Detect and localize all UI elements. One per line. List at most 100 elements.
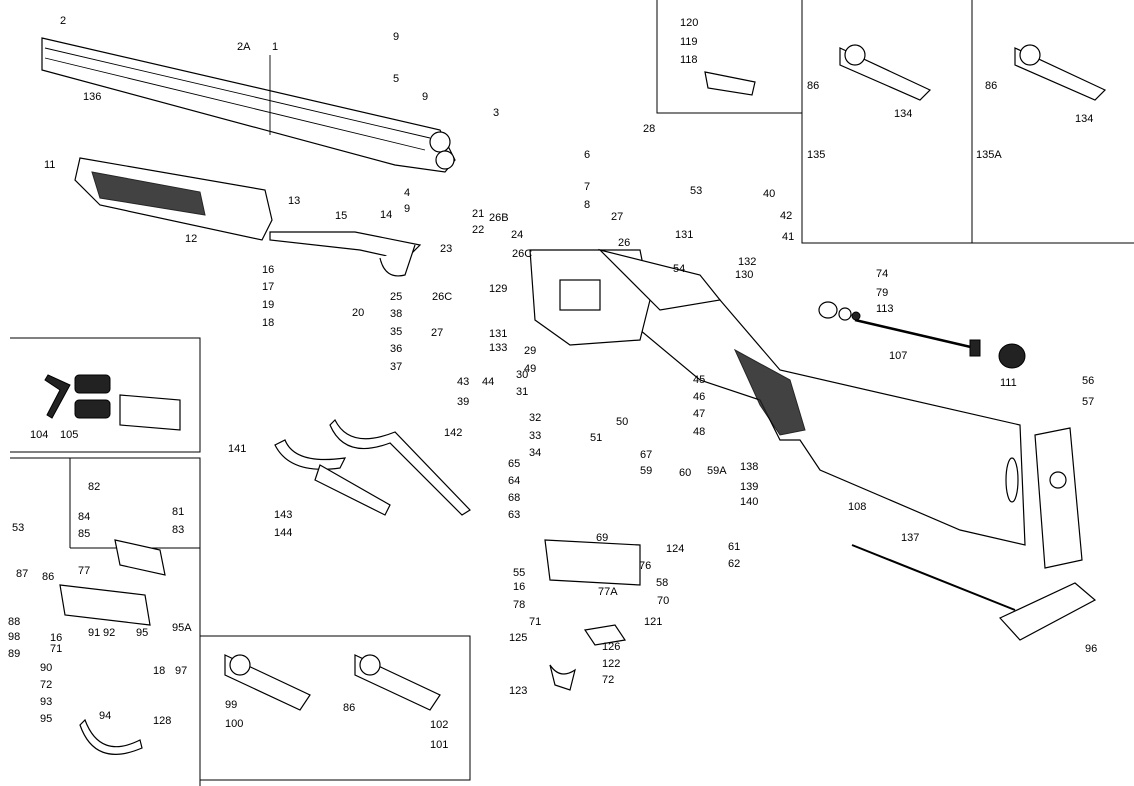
part-label: 84: [78, 511, 90, 523]
part-label: 91: [88, 627, 100, 639]
part-label: 18: [262, 317, 274, 329]
part-label: 26C: [512, 248, 532, 260]
part-label: 96: [1085, 643, 1097, 655]
part-label: 108: [848, 501, 866, 513]
part-label: 69: [596, 532, 608, 544]
part-label: 4: [404, 187, 410, 199]
part-label: 22: [472, 224, 484, 236]
part-label: 98: [8, 631, 20, 643]
part-label: 26: [618, 237, 630, 249]
part-label: 53: [12, 522, 24, 534]
stock-bolt: [818, 301, 1026, 369]
barrel-assembly: [41, 37, 456, 173]
part-label: 26C: [432, 291, 452, 303]
part-label: 18: [153, 665, 165, 677]
part-label: 49: [524, 363, 536, 375]
part-label: 54: [673, 263, 685, 275]
part-label: 118: [680, 54, 698, 66]
part-label: 47: [693, 408, 705, 420]
part-label: 133: [489, 342, 507, 354]
forend: [74, 157, 273, 241]
part-label: 50: [616, 416, 628, 428]
part-label: 139: [740, 481, 758, 493]
part-label: 74: [876, 268, 888, 280]
part-label: 128: [153, 715, 171, 727]
part-label: 135: [807, 149, 825, 161]
part-label: 71: [50, 643, 62, 655]
part-label: 61: [728, 541, 740, 553]
part-label: 123: [509, 685, 527, 697]
bottom-middle-insets: [224, 654, 441, 711]
part-label: 99: [225, 699, 237, 711]
part-label: 86: [42, 571, 54, 583]
part-label: 26B: [489, 212, 509, 224]
part-label: 90: [40, 662, 52, 674]
part-label: 24: [511, 229, 523, 241]
part-label: 9: [404, 203, 410, 215]
part-label: 40: [763, 188, 775, 200]
part-label: 125: [509, 632, 527, 644]
part-label: 78: [513, 599, 525, 611]
part-label: 86: [343, 702, 355, 714]
part-label: 51: [590, 432, 602, 444]
part-label: 1: [272, 41, 278, 53]
trigger-guards: [274, 418, 471, 516]
part-label: 68: [508, 492, 520, 504]
part-label: 141: [228, 443, 246, 455]
part-label: 28: [643, 123, 655, 135]
part-label: 92: [103, 627, 115, 639]
top-right-insets: [704, 44, 1107, 101]
choke-tube-inset: [44, 374, 181, 431]
part-label: 95A: [172, 622, 192, 634]
part-label: 70: [657, 595, 669, 607]
part-label: 16: [513, 581, 525, 593]
part-label: 134: [1075, 113, 1093, 125]
part-label: 120: [680, 17, 698, 29]
part-label: 34: [529, 447, 541, 459]
part-label: 111: [1000, 377, 1017, 389]
part-label: 126: [602, 641, 620, 653]
trigger-group: [544, 539, 641, 691]
part-label: 77A: [598, 586, 618, 598]
part-label: 35: [390, 326, 402, 338]
part-label: 85: [78, 528, 90, 540]
recoil-pad: [1034, 427, 1083, 569]
part-label: 38: [390, 308, 402, 320]
part-label: 2A: [237, 41, 251, 53]
part-label: 17: [262, 281, 274, 293]
part-label: 131: [489, 328, 507, 340]
part-label: 67: [640, 449, 652, 461]
part-label: 27: [431, 327, 443, 339]
part-label: 55: [513, 567, 525, 579]
part-label: 15: [335, 210, 347, 222]
part-label: 138: [740, 461, 758, 473]
part-label: 86: [985, 80, 997, 92]
part-label: 33: [529, 430, 541, 442]
part-label: 3: [493, 107, 499, 119]
bottom-left-parts: [59, 539, 166, 755]
stock: [639, 274, 1026, 546]
part-label: 7: [584, 181, 590, 193]
part-label: 27: [611, 211, 623, 223]
part-label: 57: [1082, 396, 1094, 408]
part-label: 144: [274, 527, 292, 539]
part-label: 6: [584, 149, 590, 161]
part-label: 137: [901, 532, 919, 544]
part-label: 31: [516, 386, 528, 398]
part-label: 119: [680, 36, 698, 48]
part-label: 104: [30, 429, 48, 441]
part-label: 100: [225, 718, 243, 730]
part-label: 64: [508, 475, 520, 487]
part-label: 94: [99, 710, 111, 722]
part-label: 65: [508, 458, 520, 470]
part-label: 25: [390, 291, 402, 303]
part-label: 132: [738, 256, 756, 268]
part-label: 79: [876, 287, 888, 299]
part-label: 89: [8, 648, 20, 660]
inset-frames: [10, 0, 1134, 786]
part-label: 143: [274, 509, 292, 521]
part-label: 140: [740, 496, 758, 508]
part-label: 83: [172, 524, 184, 536]
